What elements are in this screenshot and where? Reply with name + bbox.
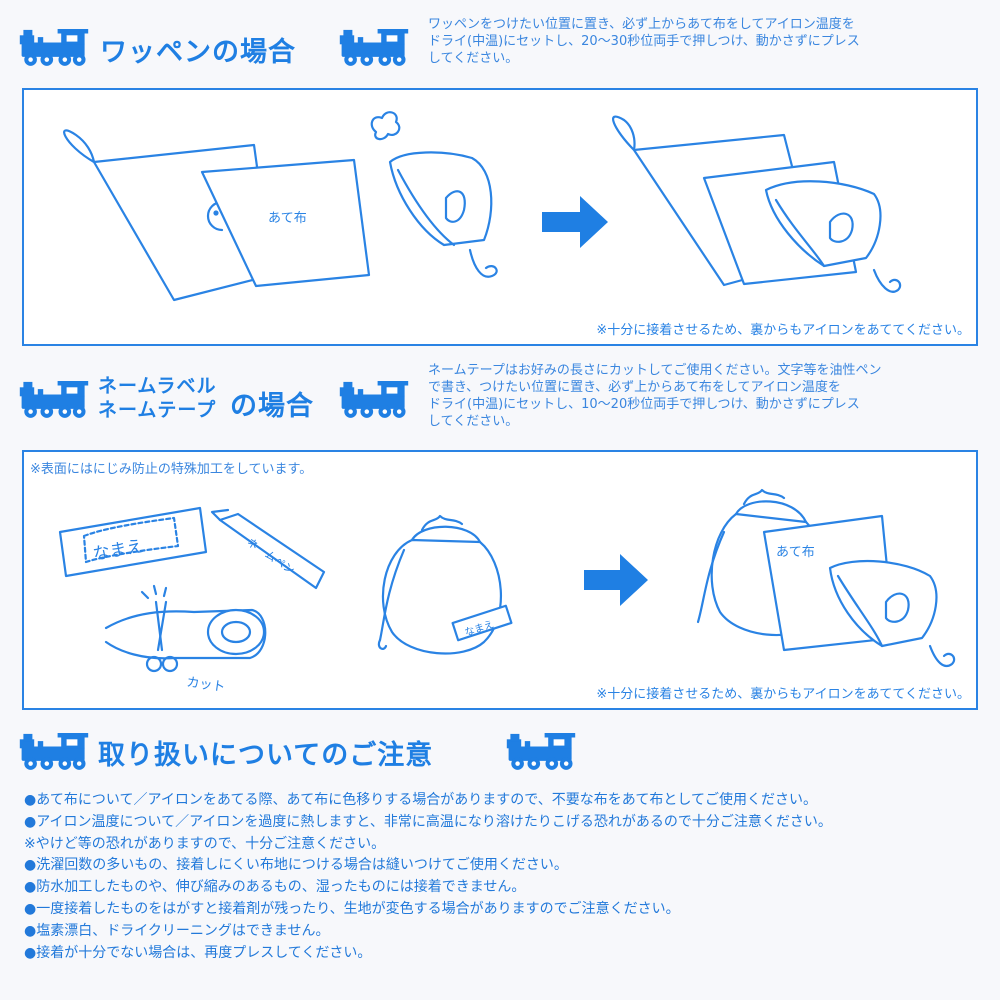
patch-instructions: ワッペンをつけたい位置に置き、必ず上からあて布をしてアイロン温度を ドライ(中温… xyxy=(428,16,988,67)
name-label-instructions: ネームテープはお好みの長さにカットしてご使用ください。文字等を油性ペン で書き、… xyxy=(428,362,988,430)
train-icon xyxy=(338,378,410,420)
train-icon xyxy=(18,730,90,772)
cloth-label: あて布 xyxy=(776,545,815,560)
arrow-right-icon xyxy=(542,196,608,248)
precaution-item: ●一度接着したものをはがすと接着剤が残ったり、生地が変色する場合がありますのでご… xyxy=(24,900,680,917)
precaution-item: ※やけど等の恐れがありますので、十分ご注意ください。 xyxy=(24,835,386,852)
precaution-item: ●接着が十分でない場合は、再度プレスしてください。 xyxy=(24,944,372,961)
instruction-line: で書き、つけたい位置に置き、必ず上からあて布をしてアイロン温度を xyxy=(428,380,841,395)
name-label-illustration: なまえ ネームペン カット なまえ あて布 xyxy=(58,488,956,695)
cloth-label: あて布 xyxy=(268,211,307,226)
train-icon xyxy=(338,26,410,68)
surface-note: ※表面にはにじみ防止の特殊加工をしています。 xyxy=(30,462,313,477)
train-icon xyxy=(505,730,577,772)
precaution-item: ●塩素漂白、ドライクリーニングはできません。 xyxy=(24,922,330,939)
section-title-patch: ワッペンの場合 xyxy=(100,37,296,68)
precaution-item: ●洗濯回数の多いもの、接着しにくい布地につける場合は縫いつけてご使用ください。 xyxy=(24,857,568,874)
precautions-list: ●あて布について／アイロンをあてる際、あて布に色移りする場合がありますので、不要… xyxy=(24,790,984,964)
instruction-line: してください。 xyxy=(428,414,519,429)
name-label-illustration-panel: ※表面にはにじみ防止の特殊加工をしています。 xyxy=(22,450,978,710)
cut-label: カット xyxy=(185,675,226,695)
patch-illustration: あて布 xyxy=(63,111,902,302)
instruction-line: ネームテープはお好みの長さにカットしてご使用ください。文字等を油性ペン xyxy=(428,363,882,378)
section-title-name-label: ネームラベル ネームテープ xyxy=(98,374,216,422)
title-line-name-tape: ネームテープ xyxy=(98,399,217,421)
arrow-right-icon xyxy=(584,554,648,606)
title-line-name-label: ネームラベル xyxy=(98,375,217,397)
train-icon xyxy=(18,26,90,68)
instruction-line: してください。 xyxy=(428,51,519,66)
section-title-suffix: の場合 xyxy=(230,391,314,422)
instruction-line: ドライ(中温)にセットし、20～30秒位両手で押しつけ、動かさずにプレス xyxy=(428,34,860,49)
precaution-item: ●防水加工したものや、伸び縮みのあるもの、湿ったものには接着できません。 xyxy=(24,879,526,896)
precaution-item: ●アイロン温度について／アイロンを過度に熱しますと、非常に高温になり溶けたりこげ… xyxy=(24,813,832,830)
patch-footnote: ※十分に接着させるため、裏からもアイロンをあててください。 xyxy=(596,323,970,338)
instruction-line: ドライ(中温)にセットし、10～20秒位両手で押しつけ、動かさずにプレス xyxy=(428,397,860,412)
train-icon xyxy=(18,378,90,420)
instruction-line: ワッペンをつけたい位置に置き、必ず上からあて布をしてアイロン温度を xyxy=(428,17,855,32)
section-title-precautions: 取り扱いについてのご注意 xyxy=(98,740,434,771)
precaution-item: ●あて布について／アイロンをあてる際、あて布に色移りする場合がありますので、不要… xyxy=(24,792,817,808)
name-label-footnote: ※十分に接着させるため、裏からもアイロンをあててください。 xyxy=(596,687,970,702)
patch-illustration-panel: あて布 ※十分に接着させるため、裏からもアイロンをあててください。 xyxy=(22,88,978,346)
